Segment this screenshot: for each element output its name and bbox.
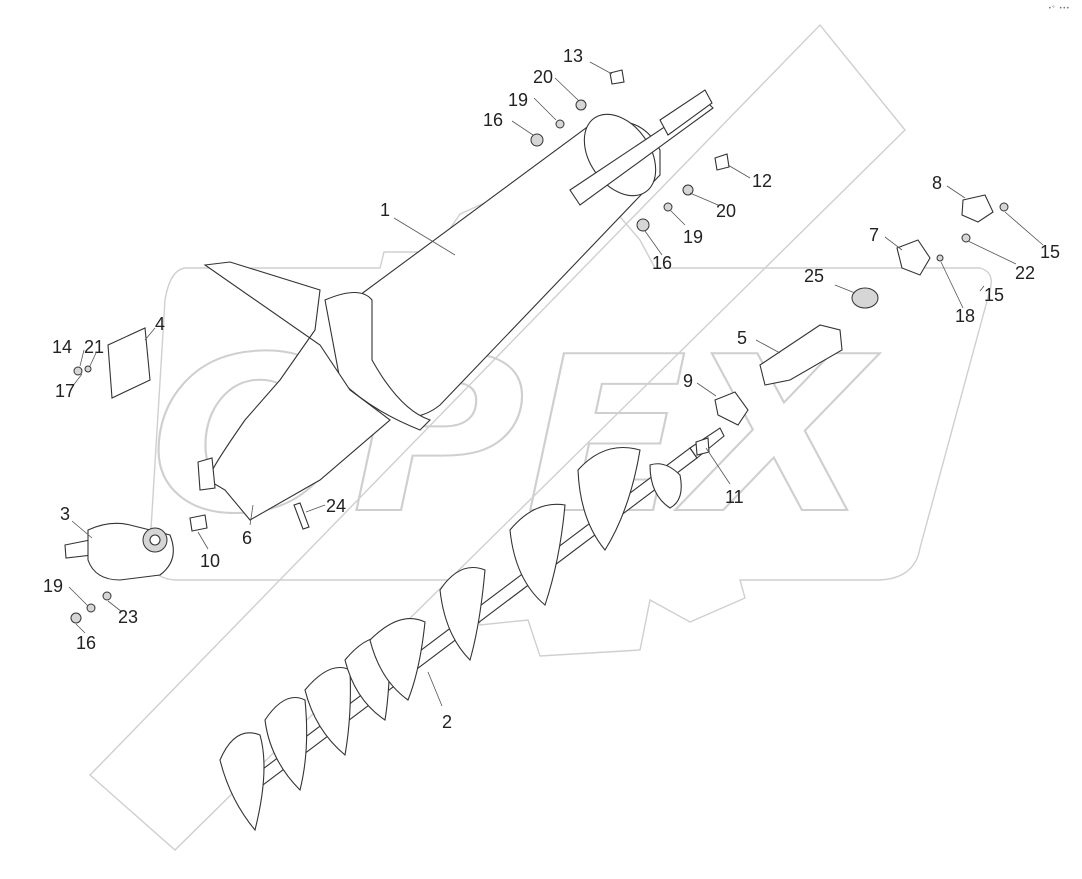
part-20-washer-upper bbox=[575, 99, 587, 111]
corner-mark: •° ••• bbox=[1048, 5, 1070, 12]
callout-22: 22 bbox=[1015, 263, 1035, 283]
callout-17: 17 bbox=[55, 381, 75, 401]
callout-23: 23 bbox=[118, 607, 138, 627]
part-24-screw bbox=[293, 502, 310, 530]
part-10-bolt bbox=[189, 514, 208, 532]
part-3-motor bbox=[64, 522, 174, 581]
callout-1: 1 bbox=[380, 200, 390, 220]
callout-15-upper: 15 bbox=[1040, 242, 1060, 262]
callout-11: 11 bbox=[725, 487, 744, 507]
part-16-nut-motor bbox=[70, 612, 82, 624]
callout-14: 14 bbox=[52, 337, 72, 357]
part-8-cover bbox=[961, 194, 994, 223]
part-7-flange bbox=[896, 239, 931, 276]
callout-5: 5 bbox=[737, 328, 747, 348]
part-18-washer bbox=[936, 254, 944, 262]
callout-10: 10 bbox=[200, 551, 220, 571]
callout-20-upper: 20 bbox=[533, 67, 553, 87]
leader-lines bbox=[68, 61, 1044, 707]
callout-16-motor: 16 bbox=[76, 633, 96, 653]
part-2-auger bbox=[219, 427, 725, 832]
callout-8: 8 bbox=[932, 173, 942, 193]
callouts: 1 2 3 4 5 6 7 8 9 10 11 12 13 14 15 15 1… bbox=[43, 46, 1060, 732]
part-9-flange bbox=[714, 391, 749, 426]
part-4-plate bbox=[107, 327, 151, 399]
part-19-washer-upper bbox=[555, 119, 565, 129]
callout-16-middle: 16 bbox=[652, 253, 672, 273]
callout-9: 9 bbox=[683, 371, 693, 391]
callout-13: 13 bbox=[563, 46, 583, 66]
callout-18: 18 bbox=[955, 306, 975, 326]
callout-3: 3 bbox=[60, 504, 70, 524]
callout-19-upper: 19 bbox=[508, 90, 528, 110]
callout-21: 21 bbox=[84, 337, 104, 357]
callout-15-lower: 15 bbox=[984, 285, 1004, 305]
callout-20-lower: 20 bbox=[716, 201, 736, 221]
part-13-bolt bbox=[609, 69, 625, 85]
part-20-washer-lower bbox=[682, 184, 694, 196]
part-12-bolt bbox=[714, 153, 730, 171]
part-23-washer bbox=[102, 591, 112, 601]
callout-7: 7 bbox=[869, 225, 879, 245]
part-1-main-tube bbox=[197, 89, 714, 521]
callout-6: 6 bbox=[242, 528, 252, 548]
part-5-bracket bbox=[759, 324, 843, 386]
part-15-washer bbox=[999, 202, 1009, 212]
part-25-bearing bbox=[851, 287, 879, 309]
callout-4: 4 bbox=[155, 314, 165, 334]
part-16-nut-upper bbox=[530, 133, 544, 147]
callout-2: 2 bbox=[442, 712, 452, 732]
watermark-gear-outline bbox=[148, 195, 992, 657]
part-16-nut-lower bbox=[636, 218, 650, 232]
callout-16-upper: 16 bbox=[483, 110, 503, 130]
callout-25: 25 bbox=[804, 266, 824, 286]
part-21-washer bbox=[84, 365, 92, 373]
part-22-washer bbox=[961, 233, 971, 243]
envelope-outline bbox=[88, 23, 906, 851]
part-19-washer-lower bbox=[663, 202, 673, 212]
callout-12: 12 bbox=[752, 171, 772, 191]
callout-19-motor: 19 bbox=[43, 576, 63, 596]
callout-24: 24 bbox=[326, 496, 346, 516]
callout-19-middle: 19 bbox=[683, 227, 703, 247]
part-19-washer-motor bbox=[86, 603, 96, 613]
part-14-nut bbox=[73, 366, 83, 376]
